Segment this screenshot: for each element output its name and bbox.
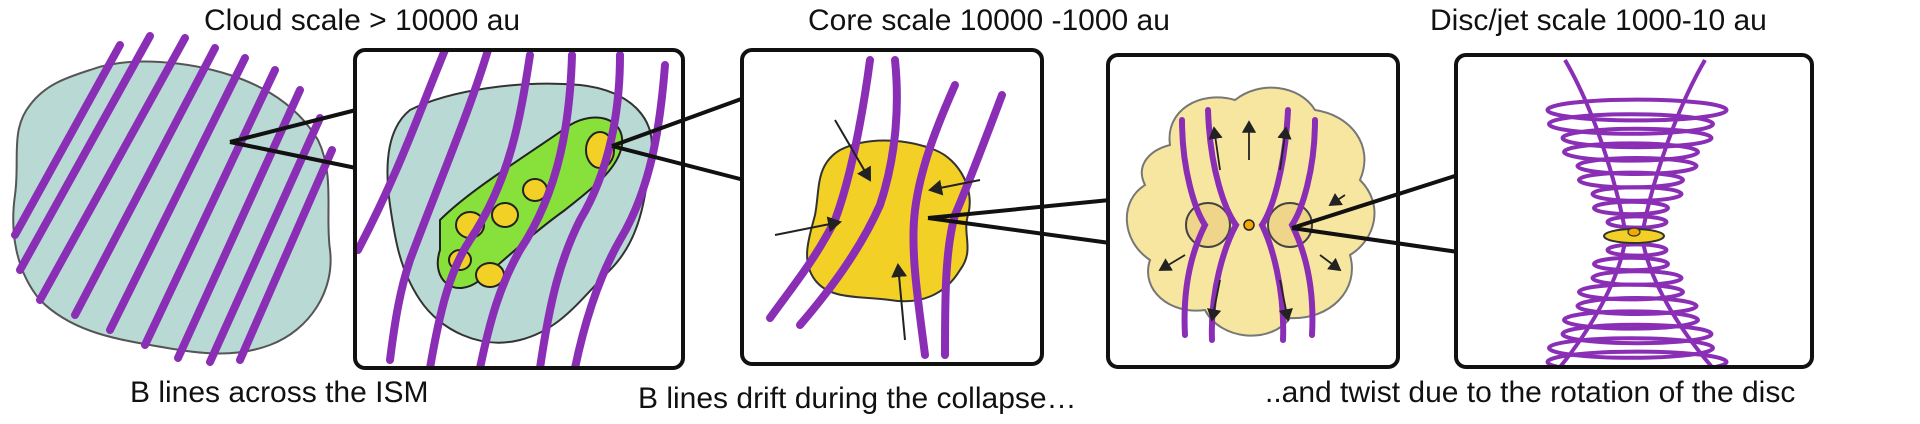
twist-caption: ..and twist due to the rotation of the d… xyxy=(1265,376,1796,409)
core-scale-label: Core scale 10000 -1000 au xyxy=(808,4,1170,37)
cloud-scale-label: Cloud scale > 10000 au xyxy=(204,4,521,37)
outflow-arrows xyxy=(1158,120,1346,322)
core-scale-panel xyxy=(740,48,1044,366)
twisted-field-helix xyxy=(1545,58,1729,367)
helix-loop xyxy=(1545,97,1729,123)
ism-cloud-illustration xyxy=(11,32,336,366)
helix-loop xyxy=(1592,199,1670,217)
pinched-field-lines xyxy=(1179,107,1318,343)
helix-loop xyxy=(1605,214,1669,230)
ism-field-lines xyxy=(11,32,336,366)
cloud-scale-frame xyxy=(353,48,685,370)
ism-caption: B lines across the ISM xyxy=(130,376,429,409)
helix-loop xyxy=(1560,322,1714,346)
helix-loop xyxy=(1545,349,1729,367)
protostar xyxy=(1243,219,1255,231)
helix-loop xyxy=(1562,141,1700,163)
envelope-frame xyxy=(1106,53,1400,369)
helix-loop xyxy=(1547,336,1715,360)
cloud-field-lines xyxy=(355,50,669,368)
zoom-connector-3 xyxy=(927,198,1111,245)
helix-loop xyxy=(1547,112,1715,136)
envelope-panel xyxy=(1106,53,1400,369)
helix-loop xyxy=(1562,309,1700,331)
infall-arrows xyxy=(774,119,981,341)
cloud-scale-panel xyxy=(353,48,685,370)
disc-star xyxy=(1627,227,1641,237)
helix-loop xyxy=(1575,296,1699,316)
helix-loop xyxy=(1605,242,1669,258)
zoom-connector-1 xyxy=(229,108,357,170)
zoom-connector-2 xyxy=(611,96,745,182)
disc-jet-frame xyxy=(1454,53,1814,369)
helix-loop xyxy=(1560,126,1714,150)
drift-caption: B lines drift during the collapse… xyxy=(638,382,1077,415)
disc-scale-label: Disc/jet scale 1000-10 au xyxy=(1430,4,1767,37)
disc-jet-panel xyxy=(1454,53,1814,369)
zoom-connector-4 xyxy=(1291,173,1459,254)
